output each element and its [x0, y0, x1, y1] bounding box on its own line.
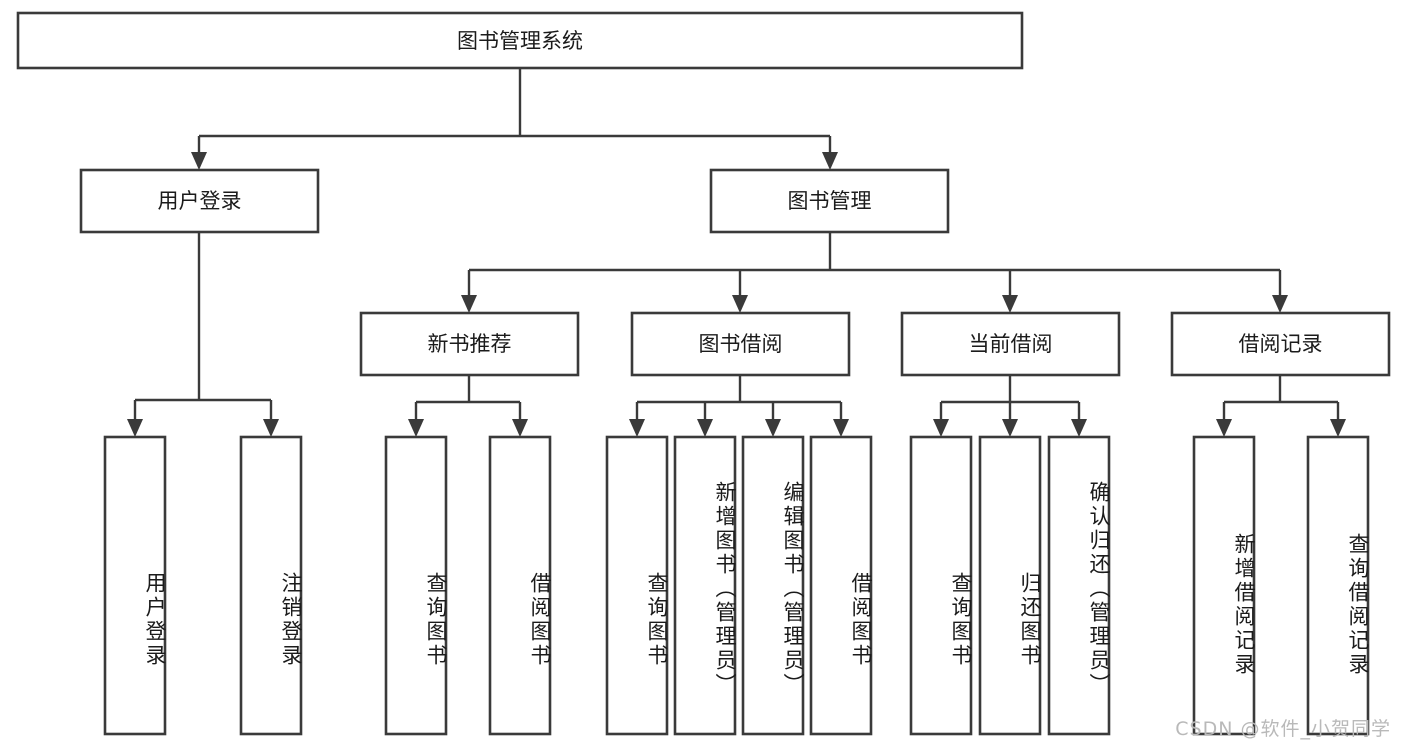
node-borrow-record-label: 借阅记录	[1239, 332, 1323, 356]
arrow-head-leaf-book-borrow-4	[833, 419, 849, 437]
connector-group-root	[191, 68, 838, 170]
csdn-watermark: CSDN @软件_小贺同学	[1175, 718, 1391, 740]
arrow-head-leaf-book-borrow-3	[765, 419, 781, 437]
arrow-head-leaf-user-login-2	[263, 419, 279, 437]
node-current-borrow-label: 当前借阅	[969, 332, 1053, 356]
leaf-borrow-record-1[interactable]	[1192, 435, 1256, 736]
leaf-book-borrow-2[interactable]	[673, 435, 737, 736]
connector-group-user-login	[127, 232, 279, 437]
arrow-head-borrow-record	[1272, 295, 1288, 313]
leaf-borrow-record-2[interactable]	[1306, 435, 1370, 736]
node-user-login-label: 用户登录	[158, 189, 242, 213]
leaf-current-borrow-2[interactable]	[978, 435, 1042, 736]
leaf-book-borrow-1[interactable]	[605, 435, 669, 736]
leaf-new-book-2[interactable]	[488, 435, 552, 736]
arrow-head-user-login	[191, 152, 207, 170]
arrow-head-leaf-new-book-2	[512, 419, 528, 437]
arrow-head-leaf-book-borrow-2	[697, 419, 713, 437]
leaf-new-book-1[interactable]	[384, 435, 448, 736]
leaf-book-borrow-3[interactable]	[741, 435, 805, 736]
arrow-head-leaf-new-book-1	[408, 419, 424, 437]
leaf-book-borrow-4[interactable]	[809, 435, 873, 736]
connector-group-book-mgmt	[461, 232, 1288, 313]
node-root[interactable]	[16, 11, 1024, 70]
leaf-user-login-2[interactable]	[239, 435, 303, 736]
node-book-management-label: 图书管理	[788, 189, 872, 213]
node-new-book-recommend-label: 新书推荐	[428, 332, 512, 356]
arrow-head-book-borrow	[732, 295, 748, 313]
node-current-borrow[interactable]	[900, 311, 1121, 377]
arrow-head-book-mgmt	[822, 152, 838, 170]
leaf-current-borrow-1[interactable]	[909, 435, 973, 736]
arrow-head-leaf-user-login-1	[127, 419, 143, 437]
arrow-head-current-borrow	[1002, 295, 1018, 313]
leaf-user-login-1[interactable]	[103, 435, 167, 736]
node-borrow-record[interactable]	[1170, 311, 1391, 377]
node-user-login[interactable]	[79, 168, 320, 234]
node-root-label: 图书管理系统	[457, 29, 583, 53]
arrow-head-leaf-borrow-record-2	[1330, 419, 1346, 437]
node-new-book-recommend[interactable]	[359, 311, 580, 377]
arrow-head-new-book	[461, 295, 477, 313]
arrow-head-leaf-borrow-record-1	[1216, 419, 1232, 437]
connector-group-current-borrow	[933, 375, 1087, 437]
arrow-head-leaf-current-borrow-1	[933, 419, 949, 437]
node-book-borrow[interactable]	[630, 311, 851, 377]
arrow-head-leaf-current-borrow-3	[1071, 419, 1087, 437]
connector-group-book-borrow	[629, 375, 849, 437]
connector-group-borrow-record	[1216, 375, 1346, 437]
arrow-head-leaf-book-borrow-1	[629, 419, 645, 437]
node-book-management[interactable]	[709, 168, 950, 234]
node-book-borrow-label: 图书借阅	[699, 332, 783, 356]
arrow-head-leaf-current-borrow-2	[1002, 419, 1018, 437]
leaf-current-borrow-3[interactable]	[1047, 435, 1111, 736]
connector-group-new-book	[408, 375, 528, 437]
